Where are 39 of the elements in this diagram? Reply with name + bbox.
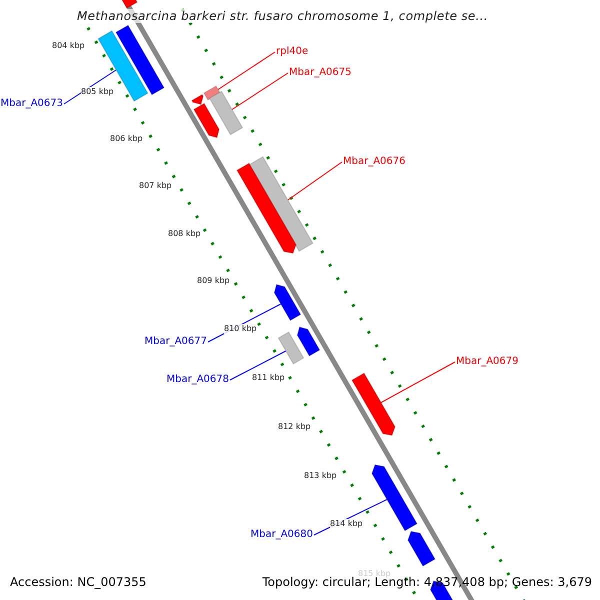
leader-line [380,362,456,403]
gene-block [296,326,320,357]
gene-label: Mbar_A0677 [144,336,207,348]
scale-label: 806 kbp [110,134,143,144]
gene-block [193,102,220,138]
leader-line [218,52,276,90]
gene-block [208,90,244,136]
scale-label: 814 kbp [330,519,363,529]
scale-label: 805 kbp [81,87,114,97]
gene-block [278,331,304,365]
gene-block [97,30,149,102]
gene-block [274,284,302,322]
scale-label: 804 kbp [52,41,85,51]
gene-block [191,94,204,106]
gene-label: Mbar_A0678 [166,374,229,386]
title: Methanosarcina barkeri str. fusaro chromosome 1, complete se... [77,9,488,24]
gene-block [248,156,314,252]
scale-label: 813 kbp [304,471,337,481]
gene-label: rpl40e [276,46,308,58]
scale-label: 810 kbp [224,324,257,334]
gene-block [115,24,165,96]
scale-label: 809 kbp [197,276,230,286]
gene-label: Mbar_A0680 [250,529,313,541]
gene-label: Mbar_A0679 [456,356,519,368]
gene-label: Mbar_A0676 [343,156,406,168]
leader-line [287,162,342,200]
gene-block [236,162,297,254]
leader-line [230,350,286,380]
scale-label: 807 kbp [139,181,172,191]
leader-line [232,72,288,110]
gene-block [371,464,418,532]
footer-text: Accession: NC_007355 [10,575,146,590]
gene-label: Mbar_A0675 [289,67,352,79]
gene-label: Mbar_A0673 [0,98,63,110]
scale-label: 811 kbp [252,373,285,383]
gene-block [351,372,396,436]
scale-label: 808 kbp [168,229,201,239]
gene-block [407,530,436,567]
scale-label: 812 kbp [278,422,311,432]
